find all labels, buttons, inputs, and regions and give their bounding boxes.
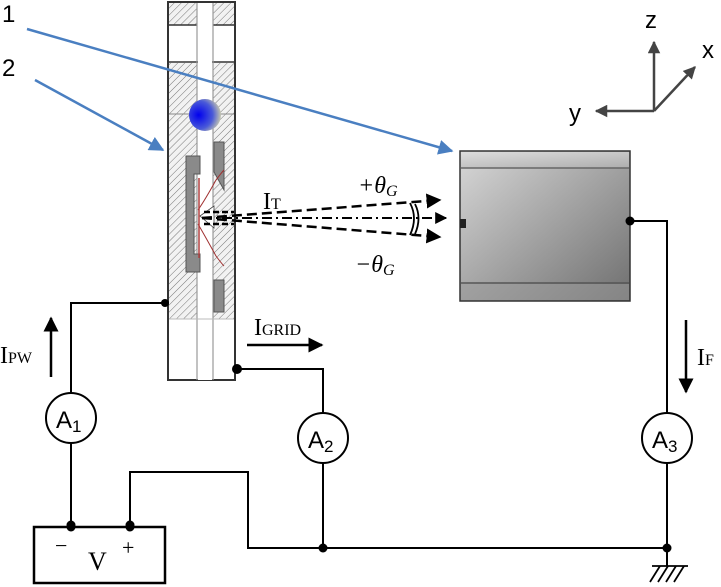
- supply-minus: −: [55, 533, 67, 558]
- z-axis-label: z: [645, 7, 657, 34]
- ammeter-a1: A1: [45, 392, 97, 444]
- callout-arrow-1: [26, 27, 454, 155]
- x-axis-arrow: [653, 66, 696, 112]
- voltage-supply: − V +: [32, 522, 167, 585]
- svg-text:IGRID: IGRID: [254, 315, 301, 341]
- collector-target: [459, 150, 635, 302]
- callout-label-2: 2: [2, 55, 15, 82]
- callouts: 1 2: [2, 1, 454, 155]
- supply-label: V: [88, 547, 107, 576]
- minus-theta-label: −θG: [355, 252, 395, 279]
- ion-beam: IT +θG −θG: [201, 173, 448, 279]
- current-f: IF: [678, 320, 714, 394]
- ground-icon: [649, 565, 688, 583]
- current-grid: IGRID: [247, 315, 324, 353]
- callout-arrow-2: [34, 78, 165, 152]
- coordinate-axes: z x y: [569, 7, 714, 127]
- supply-plus: +: [122, 535, 134, 560]
- svg-text:A2: A2: [308, 427, 333, 456]
- electrode-left: [185, 155, 201, 273]
- callout-label-1: 1: [2, 1, 15, 28]
- ammeter-a2: A2: [297, 412, 349, 464]
- beam-current-label: IT: [263, 189, 281, 215]
- x-axis-label: x: [702, 37, 714, 64]
- svg-text:A3: A3: [652, 427, 677, 456]
- electrode-right: [213, 141, 225, 192]
- svg-text:IF: IF: [697, 345, 714, 371]
- y-axis-label: y: [569, 100, 581, 127]
- thruster-column: [161, 1, 242, 381]
- svg-text:A1: A1: [56, 407, 81, 436]
- plus-theta-label: +θG: [358, 173, 398, 200]
- propellant-sphere: [189, 99, 221, 131]
- target-aperture: [460, 219, 466, 228]
- ammeter-a3: A3: [641, 412, 693, 464]
- current-pw: IPW: [0, 316, 59, 377]
- svg-text:IPW: IPW: [0, 343, 33, 369]
